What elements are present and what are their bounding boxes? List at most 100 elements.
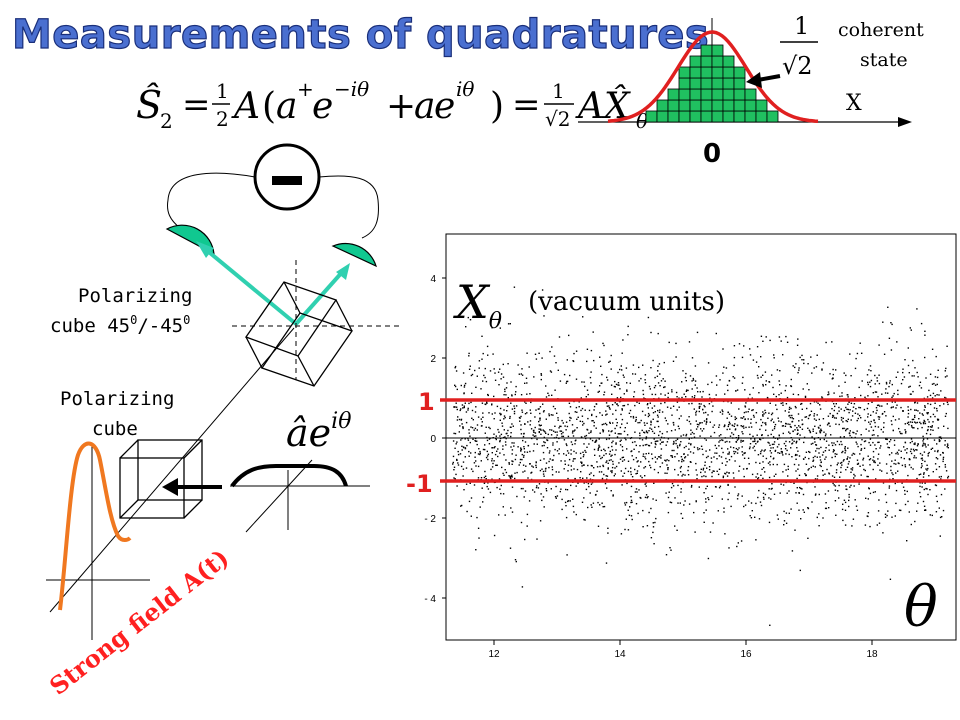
scatter-point: [654, 521, 656, 524]
scatter-point: [534, 416, 536, 418]
scatter-point: [845, 429, 847, 432]
scatter-point: [808, 414, 810, 417]
scatter-point: [751, 510, 753, 512]
scatter-point: [839, 395, 841, 398]
scatter-point: [535, 464, 537, 467]
scatter-point: [928, 421, 930, 423]
scatter-point: [651, 430, 654, 433]
scatter-point: [482, 412, 484, 414]
scatter-point: [558, 448, 560, 450]
scatter-point: [525, 377, 528, 379]
scatter-point: [938, 394, 940, 396]
scatter-point: [750, 438, 752, 440]
scatter-point: [481, 358, 483, 360]
scatter-point: [829, 425, 831, 427]
scatter-point: [623, 376, 625, 378]
scatter-point: [605, 438, 608, 441]
scatter-point: [571, 424, 574, 426]
scatter-point: [854, 367, 857, 370]
scatter-point: [887, 392, 889, 394]
scatter-point: [898, 418, 900, 420]
scatter-point: [623, 472, 626, 474]
scatter-point: [884, 392, 887, 394]
scatter-point: [786, 492, 788, 494]
scatter-point: [815, 444, 817, 446]
scatter-point: [883, 411, 886, 413]
scatter-point: [467, 407, 469, 410]
scatter-point: [621, 352, 623, 354]
scatter-point: [909, 421, 912, 423]
scatter-point: [892, 429, 894, 432]
scatter-point: [603, 473, 605, 476]
scatter-point: [946, 345, 948, 347]
scatter-point: [887, 306, 889, 308]
scatter-point: [610, 455, 612, 457]
scatter-point: [706, 485, 708, 487]
scatter-point: [660, 436, 663, 438]
scatter-point: [916, 445, 919, 447]
scatter-point: [462, 427, 464, 430]
scatter-point: [611, 449, 614, 451]
scatter-point: [833, 392, 835, 394]
scatter-point: [832, 373, 834, 376]
scatter-point: [657, 456, 660, 458]
scatter-point: [938, 507, 940, 509]
scatter-point: [797, 413, 800, 415]
scatter-point: [699, 435, 701, 437]
scatter-point: [456, 388, 458, 391]
scatter-point: [854, 412, 857, 414]
scatter-point: [469, 482, 471, 484]
scatter-point: [743, 416, 745, 418]
scatter-point: [502, 506, 504, 508]
scatter-point: [646, 497, 648, 499]
scatter-point: [626, 422, 628, 424]
scatter-point: [900, 406, 902, 409]
scatter-point: [626, 434, 629, 436]
scatter-point: [503, 429, 505, 431]
scatter-point: [667, 392, 669, 394]
scatter-point: [590, 382, 592, 384]
scatter-point: [652, 526, 655, 528]
scatter-point: [845, 488, 847, 490]
scatter-point: [808, 450, 810, 453]
scatter-point: [905, 430, 907, 433]
scatter-point: [526, 412, 528, 414]
scatter-point: [796, 427, 798, 429]
scatter-point: [564, 460, 566, 462]
scatter-point: [538, 424, 540, 426]
scatter-point: [652, 418, 654, 420]
scatter-point: [939, 405, 941, 407]
scatter-point: [707, 383, 709, 386]
scatter-point: [779, 492, 781, 494]
scatter-point: [829, 412, 831, 415]
scatter-point: [858, 406, 860, 409]
scatter-point: [603, 394, 605, 396]
scatter-point: [922, 500, 925, 503]
scatter-point: [762, 455, 764, 457]
scatter-point: [724, 393, 726, 395]
scatter-point: [672, 405, 675, 407]
scatter-point: [492, 437, 494, 439]
scatter-point: [767, 441, 769, 444]
scatter-point: [560, 460, 562, 462]
scatter-point: [908, 386, 910, 388]
scatter-point: [911, 418, 914, 421]
scatter-point: [646, 432, 649, 434]
scatter-point: [831, 456, 833, 459]
scatter-point: [694, 395, 696, 397]
scatter-point: [484, 432, 486, 434]
scatter-point: [616, 403, 618, 405]
minus-sign: [272, 176, 302, 185]
scatter-point: [570, 484, 572, 487]
scatter-point: [606, 413, 608, 415]
scatter-point: [824, 450, 827, 452]
scatter-point: [684, 376, 687, 379]
scatter-point: [776, 369, 779, 371]
lo-axis-diagonal: [245, 459, 313, 533]
scatter-point: [904, 359, 906, 361]
scatter-point: [705, 423, 707, 425]
scatter-point: [615, 418, 617, 420]
scatter-point: [564, 463, 566, 465]
scatter-point: [749, 433, 751, 436]
scatter-point: [839, 436, 842, 438]
